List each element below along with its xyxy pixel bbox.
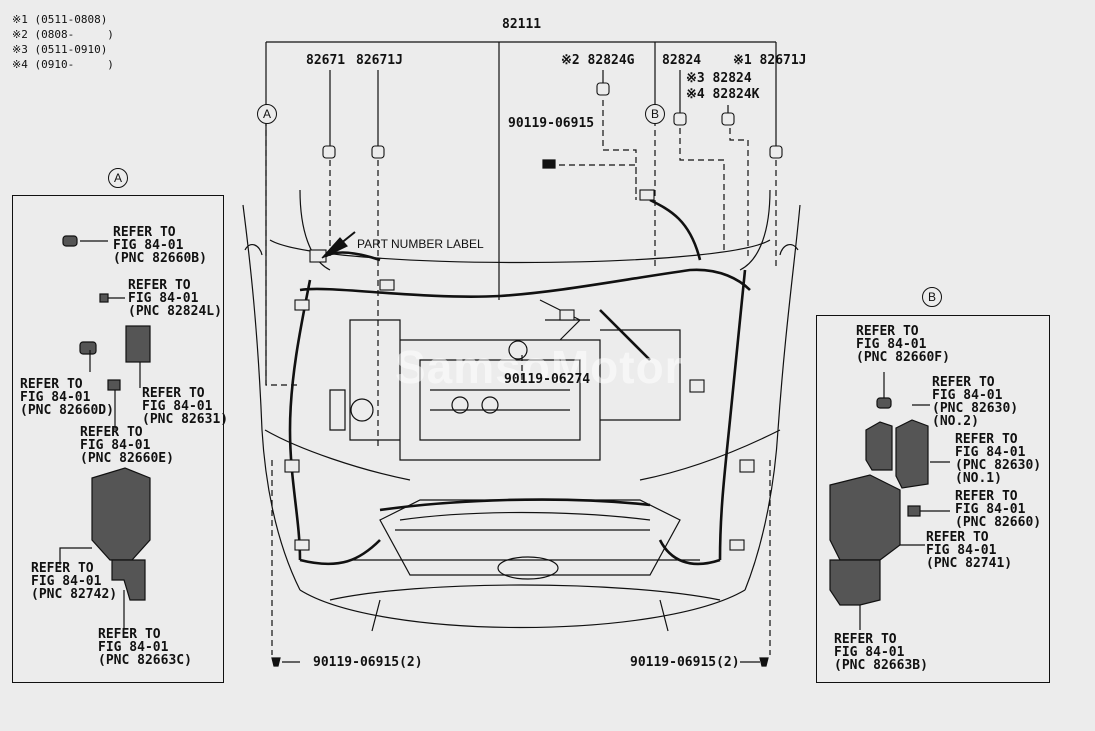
ref-82741[interactable]: REFER TO FIG 84-01 (PNC 82741): [926, 530, 1013, 571]
part-82671[interactable]: 82671: [306, 53, 346, 68]
ref-82660D[interactable]: REFER TO FIG 84-01 (PNC 82660D): [20, 377, 114, 418]
ref-82660E[interactable]: REFER TO FIG 84-01 (PNC 82660E): [80, 425, 174, 466]
legend-item: ※3 (0511-0910): [12, 43, 108, 56]
legend-item: ※2 (0808- ): [12, 28, 114, 41]
dashed-leaders: [265, 100, 777, 655]
ref-82660F[interactable]: REFER TO FIG 84-01 (PNC 82660F): [856, 324, 950, 365]
bolt-right-label[interactable]: 90119-06915(2): [630, 655, 740, 670]
callout-a-panel[interactable]: A: [108, 168, 128, 188]
part-82824G[interactable]: ※2 82824G: [561, 53, 635, 68]
panel-b-parts: [829, 397, 929, 606]
ref-82630-no1[interactable]: REFER TO FIG 84-01 (PNC 82630) (NO.1): [955, 432, 1042, 486]
detail-panel-a: [12, 195, 224, 683]
callout-b-panel[interactable]: B: [922, 287, 942, 307]
ref-82742[interactable]: REFER TO FIG 84-01 (PNC 82742): [31, 561, 118, 602]
callout-b-top[interactable]: B: [645, 104, 665, 124]
panel-b-leaders: [859, 372, 950, 630]
bolt-90119-06274[interactable]: 90119-06274: [504, 372, 591, 387]
detail-panel-b: [816, 315, 1050, 683]
part-number-label: PART NUMBER LABEL: [357, 237, 484, 251]
ref-82663B[interactable]: REFER TO FIG 84-01 (PNC 82663B): [834, 632, 928, 673]
part-82111[interactable]: 82111: [502, 17, 542, 32]
bolt-top: [542, 159, 556, 169]
validity-legend: ※1 (0511-0808) ※2 (0808- ) ※3 (0511-0910…: [12, 12, 114, 72]
legend-item: ※1 (0511-0808): [12, 13, 108, 26]
ref-82824L[interactable]: REFER TO FIG 84-01 (PNC 82824L): [128, 278, 222, 319]
watermark: SamsoMotor: [395, 341, 684, 393]
part-82824[interactable]: 82824: [662, 53, 702, 68]
ref-82631[interactable]: REFER TO FIG 84-01 (PNC 82631): [142, 386, 229, 427]
bolt-right: [759, 657, 769, 667]
bolt-90119-06915[interactable]: 90119-06915: [508, 116, 595, 131]
ref-82660[interactable]: REFER TO FIG 84-01 (PNC 82660): [955, 489, 1042, 530]
grille: [379, 499, 681, 576]
ref-82660B[interactable]: REFER TO FIG 84-01 (PNC 82660B): [113, 225, 207, 266]
ref-82630-no2[interactable]: REFER TO FIG 84-01 (PNC 82630) (NO.2): [932, 375, 1019, 429]
legend-item: ※4 (0910- ): [12, 58, 114, 71]
part-82824K[interactable]: ※4 82824K: [686, 87, 760, 102]
panel-a-leaders: [59, 240, 141, 628]
bolt-left-label[interactable]: 90119-06915(2): [313, 655, 423, 670]
part-82824-var3[interactable]: ※3 82824: [686, 71, 752, 86]
panel-a-parts: [62, 235, 151, 601]
harness-main: [288, 198, 751, 566]
ref-82663C[interactable]: REFER TO FIG 84-01 (PNC 82663C): [98, 627, 192, 668]
part-82671J-right[interactable]: ※1 82671J: [733, 53, 807, 68]
car-body: [242, 189, 801, 632]
bolt-left: [271, 657, 281, 667]
part-82671J-left[interactable]: 82671J: [356, 53, 403, 68]
callout-a-top[interactable]: A: [257, 104, 277, 124]
